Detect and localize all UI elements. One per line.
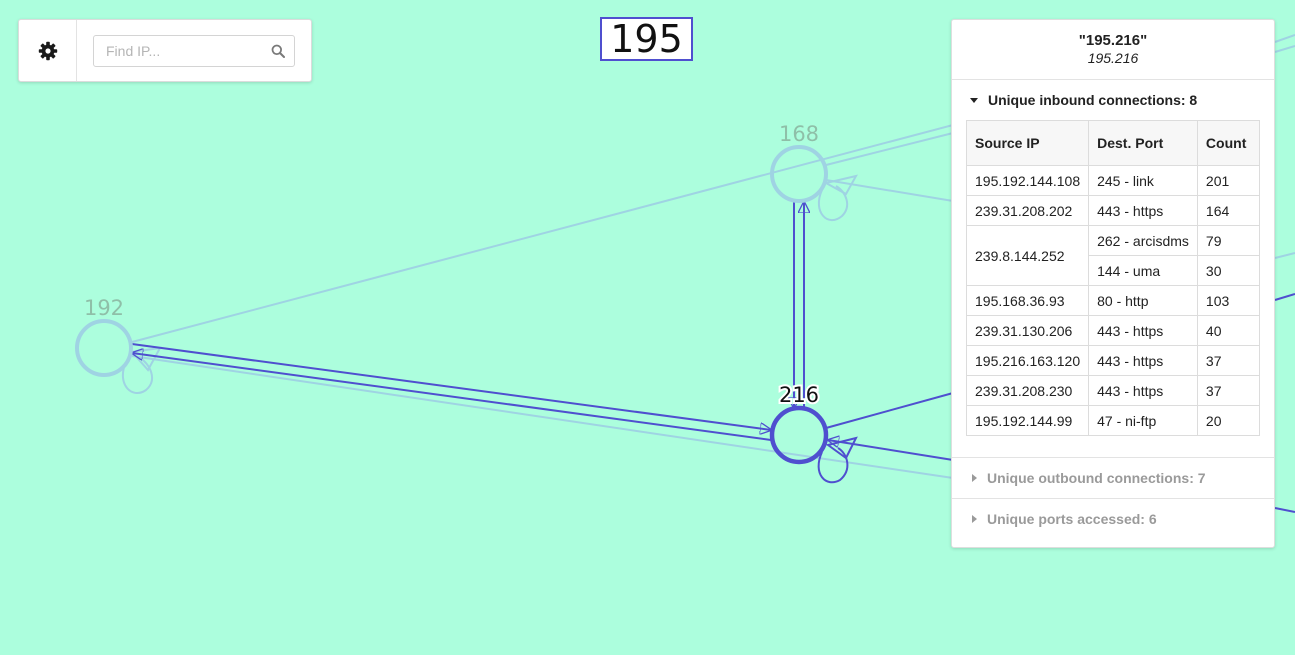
column-header-count[interactable]: Count <box>1196 120 1261 166</box>
edge-top-right <box>1274 34 1295 43</box>
cell-source-ip: 239.31.130.206 <box>965 315 1090 346</box>
column-header-source-ip[interactable]: Source IP <box>965 120 1090 166</box>
search-input[interactable] <box>93 34 295 67</box>
arrowhead-168 <box>823 174 858 196</box>
edge-192-to-216 <box>131 343 771 430</box>
panel-header: "195.216" 195.216 <box>952 20 1274 80</box>
selected-subnet-label: 195 <box>600 17 693 61</box>
arrowhead-216-self <box>825 436 858 460</box>
ports-accessed-section: Unique ports accessed: 6 <box>952 499 1274 539</box>
outbound-connections-label: Unique outbound connections: 7 <box>987 470 1206 486</box>
caret-down-icon <box>970 97 978 103</box>
caret-right-icon <box>972 474 977 482</box>
cell-count: 79 <box>1196 225 1261 256</box>
panel-subtitle: 195.216 <box>1087 50 1139 66</box>
ports-accessed-label: Unique ports accessed: 6 <box>987 511 1157 527</box>
node-168[interactable]: 168 <box>770 122 828 203</box>
panel-title: "195.216" <box>1078 32 1148 49</box>
edge-mid-right <box>1274 252 1295 259</box>
edge-right-edge-a <box>1274 293 1295 301</box>
search-icon[interactable] <box>271 44 285 58</box>
outbound-connections-toggle[interactable]: Unique outbound connections: 7 <box>952 458 1274 498</box>
edge-168-to-right-a <box>825 132 954 166</box>
node-label-192: 192 <box>84 296 124 320</box>
ports-accessed-toggle[interactable]: Unique ports accessed: 6 <box>952 499 1274 539</box>
edge-top-right-b <box>1274 45 1295 53</box>
edge-right-edge-b <box>1274 507 1295 513</box>
inbound-connections-toggle[interactable]: Unique inbound connections: 8 <box>952 80 1274 120</box>
node-192[interactable]: 192 <box>75 296 133 377</box>
cell-source-ip: 195.168.36.93 <box>965 285 1090 316</box>
self-loop-216 <box>817 447 849 484</box>
cell-source-ip: 195.192.144.99 <box>965 405 1090 436</box>
self-loop-192 <box>121 357 154 394</box>
table-header-row: Source IP Dest. Port Count <box>965 120 1261 166</box>
node-details-panel: "195.216" 195.216 Unique inbound connect… <box>951 19 1275 548</box>
cell-count: 40 <box>1196 315 1261 346</box>
cell-dest-port: 443 - https <box>1088 195 1198 226</box>
cell-dest-port: 144 - uma <box>1088 255 1198 286</box>
edge-168-to-right-b <box>825 179 954 202</box>
settings-button[interactable] <box>19 20 77 81</box>
gear-icon <box>38 41 57 60</box>
cell-count: 20 <box>1196 405 1261 436</box>
cell-source-ip: 195.216.163.120 <box>965 345 1090 376</box>
outbound-connections-section: Unique outbound connections: 7 <box>952 458 1274 499</box>
cell-dest-port: 262 - arcisdms <box>1088 225 1198 256</box>
cell-source-ip: 195.192.144.108 <box>965 165 1090 196</box>
node-label-168: 168 <box>779 122 819 146</box>
cell-count: 103 <box>1196 285 1261 316</box>
cell-dest-port: 443 - https <box>1088 345 1198 376</box>
edge-216-to-right <box>825 392 954 429</box>
cell-dest-port: 245 - link <box>1088 165 1198 196</box>
inbound-connections-section: Unique inbound connections: 8 Source IP … <box>952 80 1274 458</box>
cell-source-ip: 239.8.144.252 <box>965 225 1090 286</box>
active-connections <box>131 202 1295 513</box>
edge-216-to-192 <box>132 353 772 441</box>
cell-dest-port: 47 - ni-ftp <box>1088 405 1198 436</box>
node-216[interactable]: 216 <box>769 381 829 465</box>
edge-192-to-right-lower <box>131 355 954 479</box>
search-box <box>93 34 295 67</box>
inbound-connections-label: Unique inbound connections: 8 <box>988 92 1198 108</box>
cell-dest-port: 80 - http <box>1088 285 1198 316</box>
inbound-connections-table: Source IP Dest. Port Count 195.192.144.1… <box>965 120 1261 436</box>
cell-source-ip: 239.31.208.202 <box>965 195 1090 226</box>
self-loop-168 <box>817 185 849 222</box>
cell-source-ip: 239.31.208.230 <box>965 375 1090 406</box>
cell-count: 37 <box>1196 345 1261 376</box>
cell-count: 37 <box>1196 375 1261 406</box>
cell-dest-port: 443 - https <box>1088 315 1198 346</box>
cell-count: 164 <box>1196 195 1261 226</box>
edge-right-to-216 <box>828 440 954 461</box>
graph-toolbar <box>18 19 312 82</box>
caret-right-icon <box>972 515 977 523</box>
cell-dest-port: 443 - https <box>1088 375 1198 406</box>
node-label-216: 216 <box>779 383 819 407</box>
cell-count: 30 <box>1196 255 1261 286</box>
cell-count: 201 <box>1196 165 1261 196</box>
edge-192-to-right <box>131 124 954 343</box>
column-header-dest-port[interactable]: Dest. Port <box>1088 120 1198 166</box>
arrowhead-192 <box>130 346 162 372</box>
